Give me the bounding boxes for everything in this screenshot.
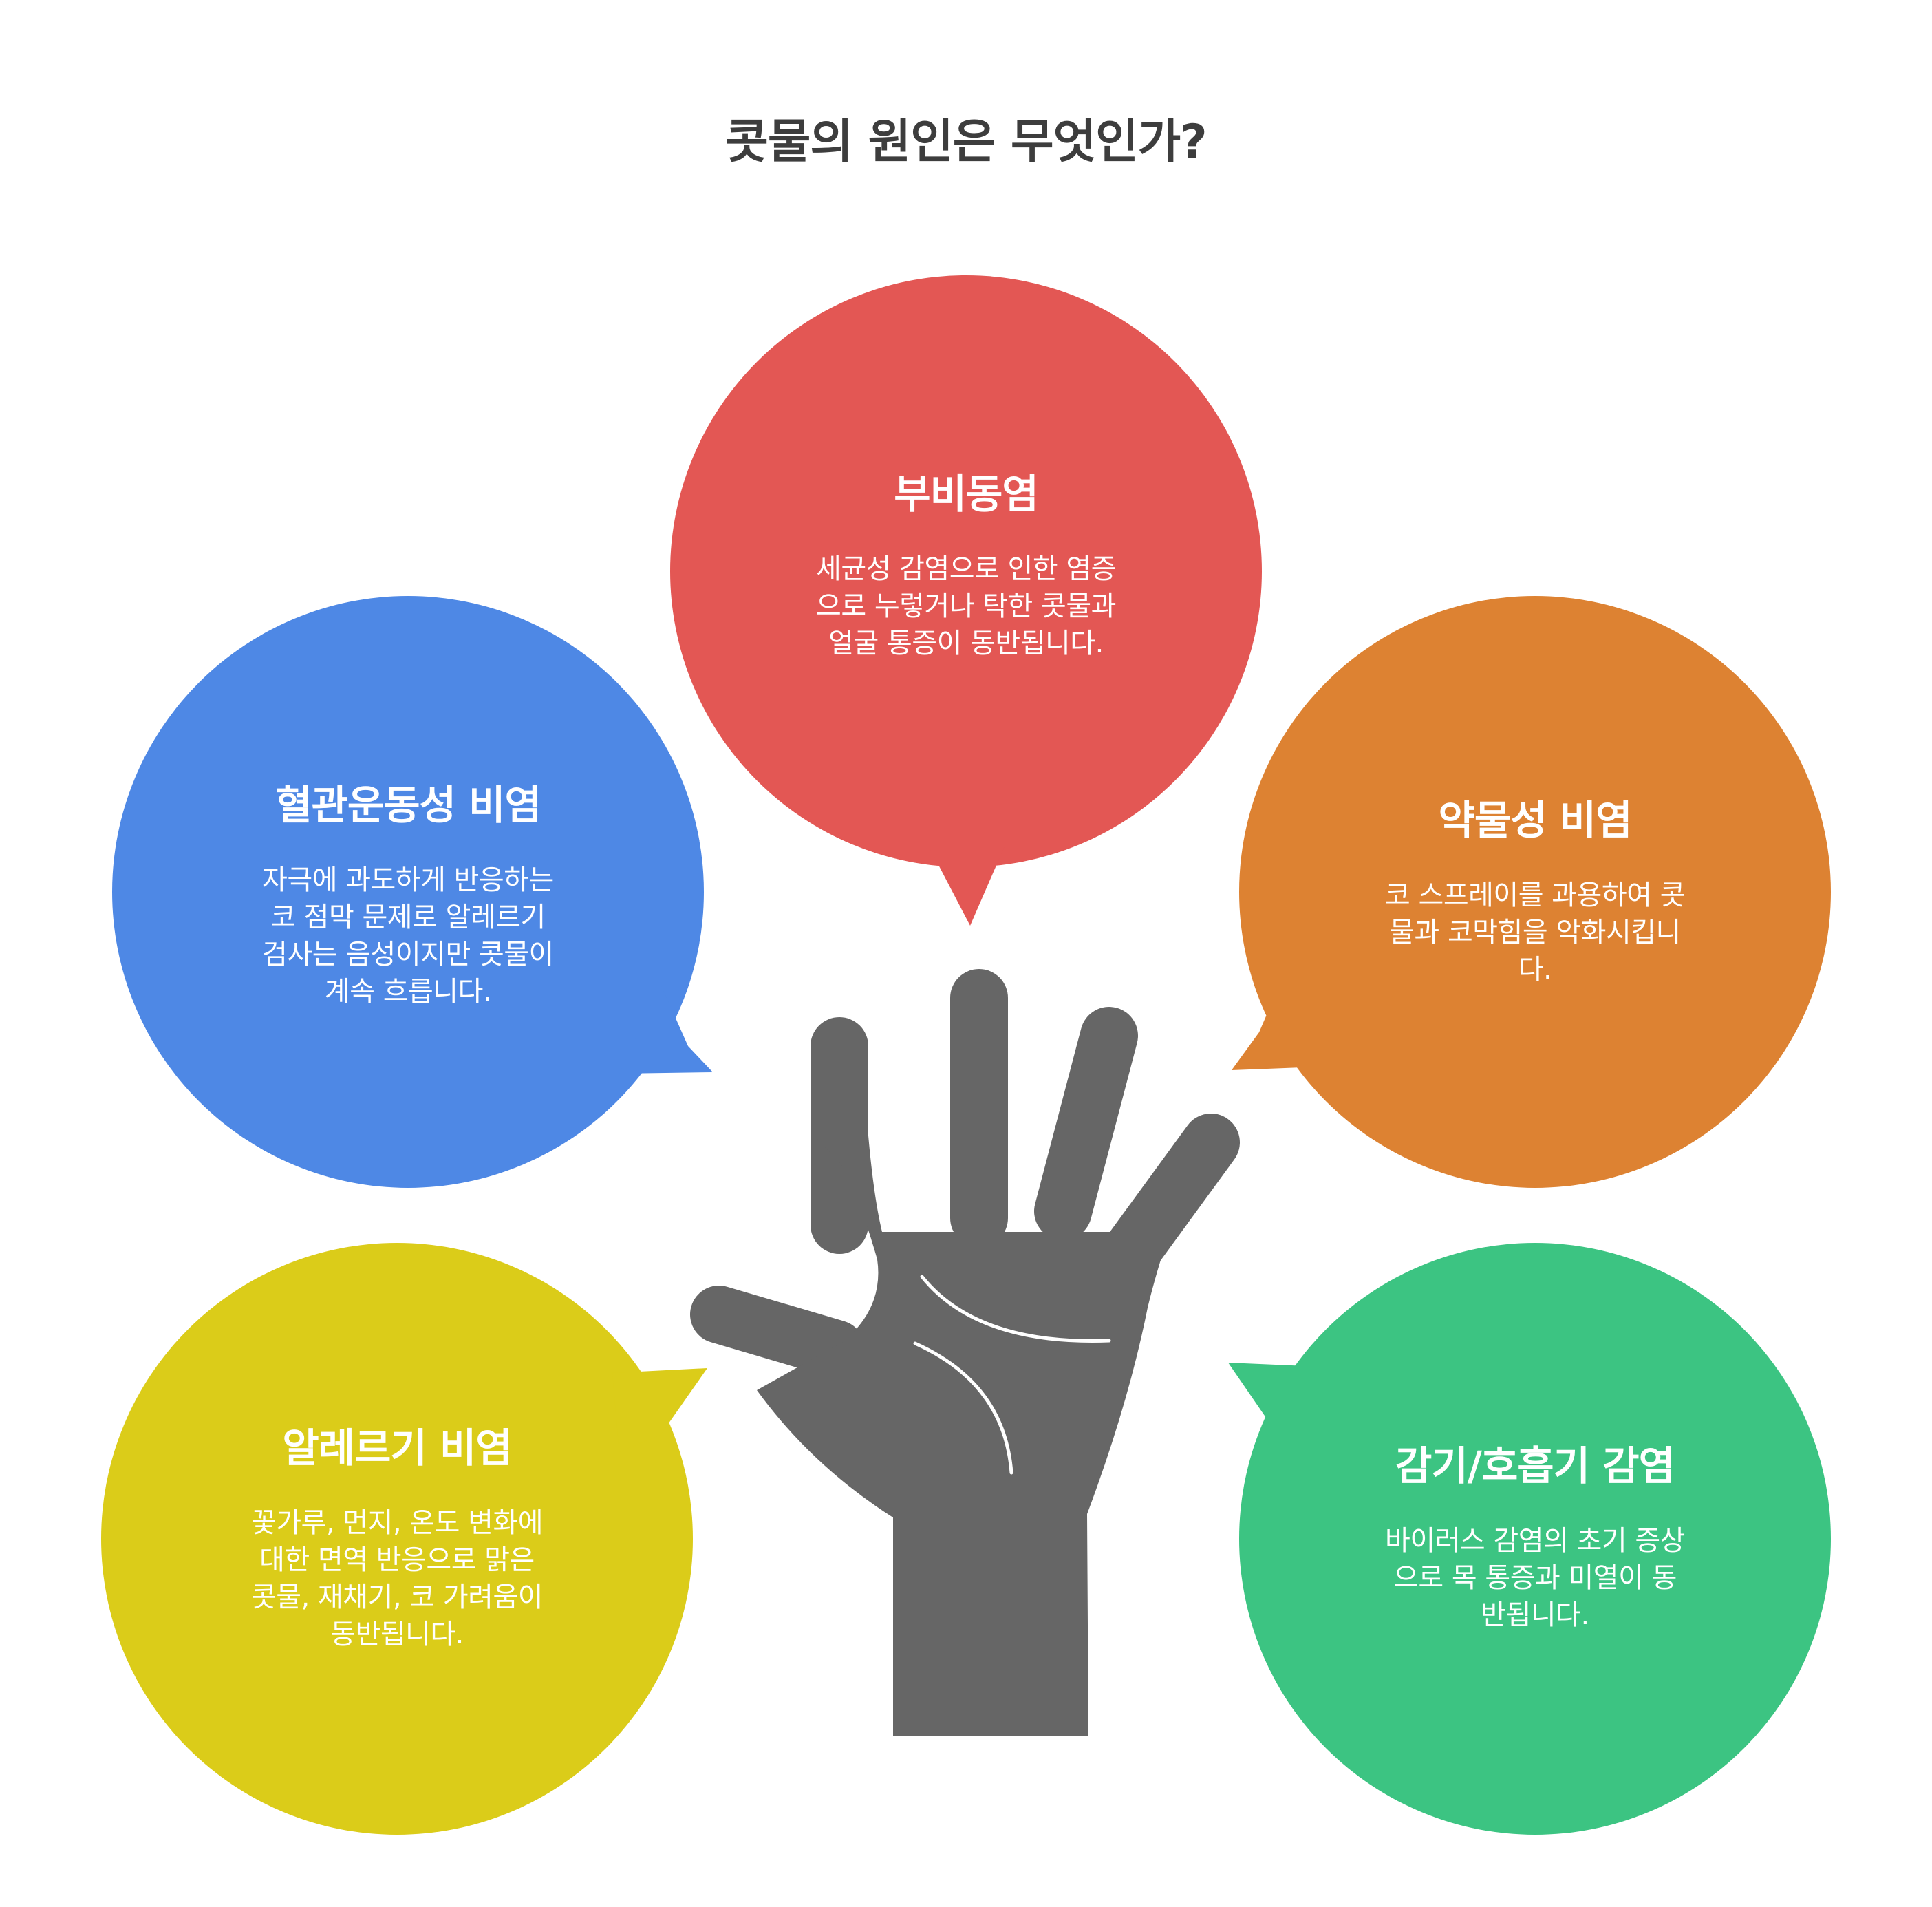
bubble-allergic-circle — [101, 1243, 693, 1835]
bubble-vasomotor-title: 혈관운동성 비염 — [275, 782, 541, 829]
bubble-vasomotor — [112, 596, 713, 1188]
bubble-medicamentosa-description: 코 스프레이를 과용하여 콧 물과 코막힘을 악화시킵니 다. — [1385, 879, 1685, 986]
bubble-vasomotor-circle — [112, 596, 704, 1188]
hand-thumb — [690, 1286, 865, 1378]
page-title: 콧물의 원인은 무엇인가? — [725, 115, 1207, 169]
bubble-vasomotor-text: 혈관운동성 비염 자극에 과도하게 반응하는 코 점막 문제로 알레르기 검사는… — [202, 782, 614, 1010]
bubble-allergic — [101, 1243, 707, 1835]
bubble-cold-text: 감기/호흡기 감염 바이러스 감염의 초기 증상 으로 목 통증과 미열이 동 … — [1329, 1442, 1741, 1634]
bubble-medicamentosa — [1232, 596, 1831, 1188]
bubble-cold-title: 감기/호흡기 감염 — [1395, 1442, 1675, 1489]
bubble-sinusitis — [670, 275, 1262, 926]
bubble-cold-description: 바이러스 감염의 초기 증상 으로 목 통증과 미열이 동 반됩니다. — [1385, 1524, 1685, 1631]
bubble-sinusitis-title: 부비동염 — [894, 471, 1038, 518]
bubble-medicamentosa-text: 약물성 비염 코 스프레이를 과용하여 콧 물과 코막힘을 악화시킵니 다. — [1329, 797, 1741, 988]
bubble-sinusitis-circle — [670, 275, 1262, 867]
bubble-vasomotor-pointer — [619, 984, 713, 1074]
bubble-allergic-text: 알레르기 비염 꽃가루, 먼지, 온도 변화에 대한 면역 반응으로 맑은 콧물… — [191, 1425, 603, 1653]
bubble-cold-circle — [1239, 1243, 1831, 1835]
hand-palm-line-upper — [920, 1275, 1111, 1343]
hand-icon — [690, 969, 1240, 1736]
bubble-medicamentosa-circle — [1239, 596, 1831, 1188]
bubble-medicamentosa-pointer — [1232, 984, 1321, 1070]
bubble-sinusitis-pointer — [929, 846, 1005, 926]
hand-palm-line-lower — [913, 1341, 1013, 1475]
bubble-vasomotor-description: 자극에 과도하게 반응하는 코 점막 문제로 알레르기 검사는 음성이지만 콧물… — [262, 864, 554, 1008]
bubble-allergic-pointer — [612, 1368, 707, 1452]
bubble-cold — [1228, 1243, 1831, 1835]
bubble-medicamentosa-title: 약물성 비염 — [1438, 797, 1633, 844]
bubble-allergic-description: 꽃가루, 먼지, 온도 변화에 대한 면역 반응으로 맑은 콧물, 재채기, 코… — [250, 1506, 544, 1650]
hand-ring-finger — [1034, 1007, 1138, 1240]
hand-palm — [757, 1136, 1170, 1736]
bubble-sinusitis-text: 부비동염 세균성 감염으로 인한 염증 으로 누렇거나 탁한 콧물과 얼굴 통증… — [760, 471, 1172, 662]
bubble-allergic-title: 알레르기 비염 — [282, 1425, 512, 1471]
bubble-sinusitis-description: 세균성 감염으로 인한 염증 으로 누렇거나 탁한 콧물과 얼굴 통증이 동반됩… — [816, 553, 1116, 659]
bubble-cold-pointer — [1228, 1363, 1307, 1452]
